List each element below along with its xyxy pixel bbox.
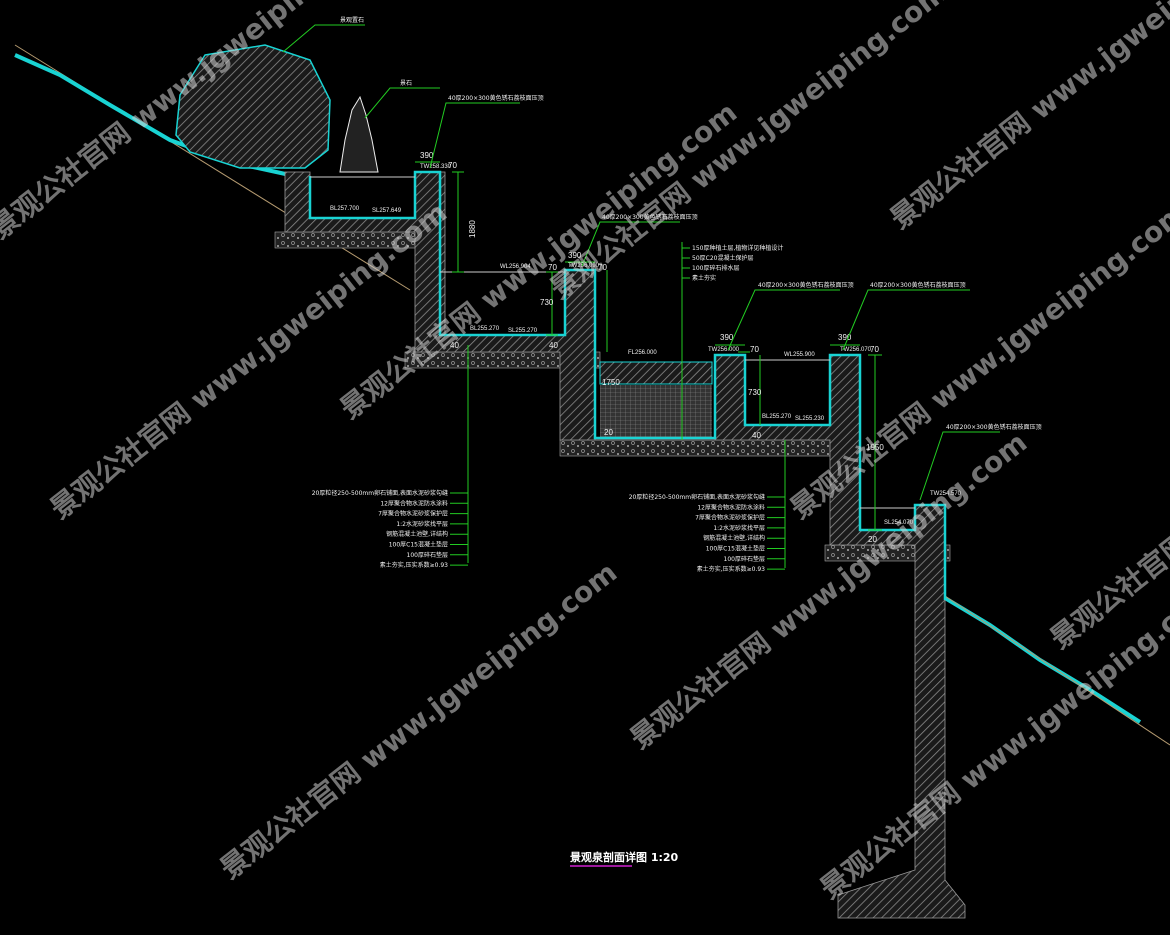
feature-rock (339, 95, 379, 173)
layer-label: 100厚碎石垫层 (407, 551, 448, 559)
dim-label: 390 (568, 251, 582, 260)
dim-label: 1880 (468, 220, 477, 238)
dim-label: 730 (748, 388, 762, 397)
dim-label: 730 (540, 298, 554, 307)
elevation: SL257.649 (372, 208, 402, 214)
ground-line-right (944, 595, 1170, 746)
dim-label: 20 (604, 428, 613, 437)
layer-list-right: 20厚粒径250-500mm卵石铺面,表面水泥砂浆勾缝 12厚聚合物水泥防水涂料 7… (629, 493, 785, 573)
layer-label: 素土夯实,压实系数≥0.93 (380, 561, 448, 569)
dim-label: 1950 (866, 443, 884, 452)
elevation: SL254.070 (884, 520, 914, 526)
layer-label: 钢筋混凝土池壁,详结构 (703, 534, 765, 542)
layer-label: 1:2水泥砂浆找平层 (713, 524, 765, 532)
layer-label: 1:2水泥砂浆找平层 (396, 520, 448, 528)
layer-label: 100厚碎石垫层 (724, 555, 765, 563)
elevation: FL256.000 (628, 350, 657, 356)
dim-label: 390 (838, 333, 852, 342)
callout-coping: 40厚200×300黄色锈石荔枝面压顶 (758, 281, 854, 289)
layer-label: 100厚C15混凝土垫层 (389, 541, 448, 549)
watermark-text: 景观公社官网 www.jgweiping.com (884, 0, 1170, 236)
elevation-labels: TW258.330 BL257.700 SL257.649 WL256.904 … (330, 164, 962, 526)
elevation: TW258.330 (420, 164, 452, 170)
layer-label: 钢筋混凝土池壁,详结构 (386, 530, 448, 538)
drawing-title: 景观泉剖面详图 1:20 (569, 850, 679, 864)
callout-boulder: 景观置石 (340, 17, 364, 24)
layer-label: 50厚C20混凝土保护层 (692, 254, 753, 262)
dim-label: 390 (420, 151, 434, 160)
dim-label: 40 (752, 431, 761, 440)
elevation: WL256.904 (500, 264, 531, 270)
callout-rock: 景石 (400, 80, 412, 87)
layer-label: 12厚聚合物水泥防水涂料 (697, 503, 765, 511)
elevation: TW254.570 (930, 491, 962, 497)
dim-label: 390 (720, 333, 734, 342)
watermark-text: 景观公社官网 www.jgweiping.com (1044, 326, 1170, 656)
planting-layer-list: 150厚种植土层,植物详见种植设计 50厚C20混凝土保护层 100厚碎石排水层素土… (692, 244, 783, 282)
leader-lines (282, 24, 1000, 568)
layer-label: 12厚聚合物水泥防水涂料 (380, 499, 448, 507)
layer-label: 20厚粒径250-500mm卵石铺面,表面水泥砂浆勾缝 (629, 493, 765, 501)
callout-coping: 40厚200×300黄色锈石荔枝面压顶 (946, 423, 1042, 431)
layer-label: 100厚碎石排水层 (692, 264, 739, 272)
dim-label: 20 (868, 535, 877, 544)
layer-label: 7厚聚合物水泥砂浆保护层 (695, 514, 765, 522)
elevation: TW256.090 (568, 263, 600, 269)
elevation: WL255.900 (784, 352, 815, 358)
dim-label: 40 (549, 341, 558, 350)
planting-drainage (600, 385, 712, 437)
dim-label: 1750 (602, 378, 620, 387)
elevation: TW256.000 (708, 347, 740, 353)
dim-label: 70 (598, 263, 607, 272)
elevation: BL255.270 (470, 326, 500, 332)
dim-label: 70 (548, 263, 557, 272)
elevation: TW256.070 (840, 347, 872, 353)
layer-label: 素土夯实,压实系数≥0.93 (697, 565, 765, 573)
dim-label: 70 (870, 345, 879, 354)
callout-coping: 40厚200×300黄色锈石荔枝面压顶 (448, 94, 544, 102)
layer-label: 150厚种植土层,植物详见种植设计 (692, 244, 783, 252)
boulder (175, 44, 331, 169)
layer-list-left: 20厚粒径250-500mm卵石铺面,表面水泥砂浆勾缝 12厚聚合物水泥防水涂料 7… (312, 489, 468, 569)
elevation: BL255.270 (762, 414, 792, 420)
callout-coping: 40厚200×300黄色锈石荔枝面压顶 (602, 213, 698, 221)
dim-label: 70 (448, 161, 457, 170)
gravel-base (559, 439, 841, 457)
watermark-text: 景观公社官网 www.jgweiping.com (214, 556, 623, 886)
planting-soil (599, 361, 713, 385)
layer-label: 7厚聚合物水泥砂浆保护层 (378, 510, 448, 518)
elevation: BL257.700 (330, 206, 360, 212)
layer-label: 100厚C15混凝土垫层 (706, 545, 765, 553)
waterproof-lining (308, 170, 947, 600)
callout-coping: 40厚200×300黄色锈石荔枝面压顶 (870, 281, 966, 289)
dim-label: 70 (750, 345, 759, 354)
layer-label: 素土夯实 (692, 274, 716, 282)
layer-label: 20厚粒径250-500mm卵石铺面,表面水泥砂浆勾缝 (312, 489, 448, 497)
dimension-labels: 390 70 1880 390 70 70 730 40 40 1750 20 … (420, 151, 884, 544)
elevation: SL255.230 (795, 416, 825, 422)
dim-label: 40 (450, 341, 459, 350)
elevation: SL255.270 (508, 328, 538, 334)
